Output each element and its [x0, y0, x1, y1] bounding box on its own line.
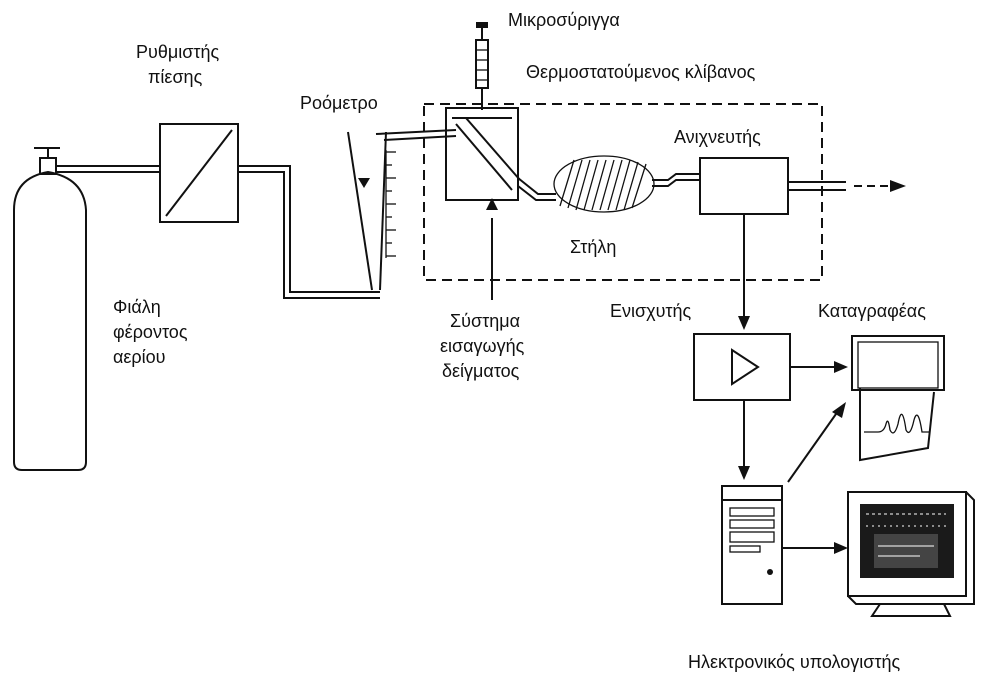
label-detector: Ανιχνευτής	[674, 127, 761, 147]
label-injector-line2: εισαγωγής	[440, 336, 525, 356]
label-injector-line3: δείγματος	[442, 361, 520, 381]
computer-monitor	[847, 491, 975, 617]
recorder	[787, 335, 945, 483]
detector	[699, 157, 906, 330]
label-carrier-gas-line3: αερίου	[113, 347, 166, 367]
label-pressure-regulator-line1: Ρυθμιστής	[136, 42, 220, 62]
label-carrier-gas-line1: Φιάλη	[113, 297, 161, 317]
label-recorder: Καταγραφέας	[818, 301, 926, 321]
label-microsyringe: Μικροσύριγγα	[508, 10, 620, 30]
gas-line-1	[56, 165, 160, 173]
label-amplifier: Ενισχυτής	[610, 301, 692, 321]
gas-line-3	[375, 129, 457, 141]
gas-line-4	[517, 177, 556, 201]
gas-line-2	[238, 165, 380, 299]
pressure-regulator	[159, 123, 239, 223]
label-oven: Θερμοστατούμενος κλίβανος	[526, 62, 756, 82]
label-flowmeter: Ροόμετρο	[300, 93, 378, 113]
label-carrier-gas-line2: φέροντος	[113, 322, 188, 342]
computer-tower	[721, 485, 848, 605]
label-pressure-regulator-line2: πίεσης	[148, 67, 203, 87]
column	[553, 155, 700, 213]
label-computer: Ηλεκτρονικός υπολογιστής	[688, 652, 901, 672]
oven-box	[423, 103, 823, 281]
gas-cylinder	[13, 147, 87, 471]
injector	[445, 107, 521, 300]
label-injector-line1: Σύστημα	[450, 311, 520, 331]
amplifier	[693, 333, 848, 480]
microsyringe	[475, 22, 489, 110]
flowmeter	[347, 131, 396, 291]
label-column: Στήλη	[570, 237, 617, 257]
